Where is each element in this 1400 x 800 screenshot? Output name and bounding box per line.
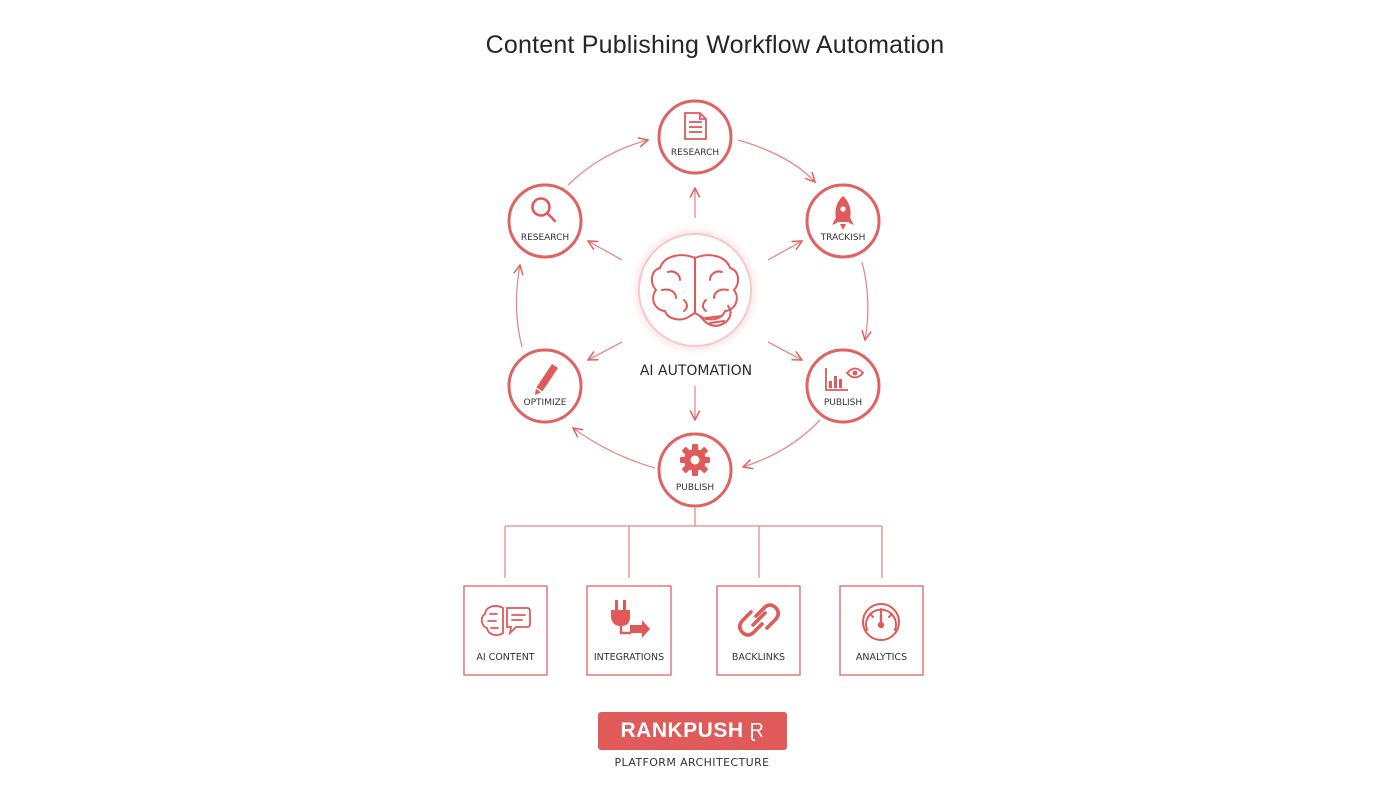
arrow-research-to-research: [567, 140, 648, 186]
node-label: PUBLISH: [676, 483, 714, 493]
cycle-node-trackish[interactable]: TRACKISH: [805, 183, 881, 259]
cycle-node-publish-main[interactable]: PUBLISH: [657, 432, 733, 508]
cycle-arrows: [516, 140, 867, 468]
node-label: RESEARCH: [671, 148, 719, 158]
gear-icon: [680, 444, 710, 476]
arrow-research-to-trackish: [737, 139, 815, 182]
module-ai-content[interactable]: AI CONTENT: [463, 585, 548, 676]
node-label: PUBLISH: [824, 398, 862, 408]
module-integrations[interactable]: INTEGRATIONS: [586, 585, 672, 676]
module-analytics[interactable]: ANALYTICS: [839, 585, 924, 676]
module-label: INTEGRATIONS: [594, 652, 664, 663]
cycle-node-optimize[interactable]: OPTIMIZE: [507, 348, 583, 424]
arrow-publish-to-optimize: [573, 428, 656, 469]
module-label: BACKLINKS: [732, 652, 785, 663]
pencil-icon: [535, 364, 558, 395]
cycle-node-research-left[interactable]: RESEARCH: [507, 183, 583, 259]
center-label: AI AUTOMATION: [640, 363, 752, 379]
plug-icon: [611, 600, 650, 638]
center-spokes: [588, 188, 802, 420]
rocket-icon: [832, 196, 854, 230]
node-label: OPTIMIZE: [524, 398, 567, 408]
center-hub: AI AUTOMATION: [627, 222, 763, 379]
brain-icon: [650, 254, 740, 327]
chart-eye-icon: [825, 367, 865, 391]
brand-name: RANKPUSH: [620, 719, 744, 742]
node-label: TRACKISH: [820, 233, 866, 243]
brand-logo: RANKPUSH Ɽ: [598, 712, 787, 750]
diagram-title: Content Publishing Workflow Automation: [485, 31, 945, 59]
link-icon: [737, 603, 781, 637]
cycle-node-research-top[interactable]: RESEARCH: [657, 99, 733, 175]
magnifier-icon: [531, 197, 557, 223]
module-connectors: [504, 508, 883, 578]
brand-mark-icon: Ɽ: [749, 719, 765, 742]
node-label: RESEARCH: [521, 233, 569, 243]
arrow-publish-to-publish: [743, 419, 821, 467]
document-icon: [684, 112, 707, 140]
gauge-icon: [862, 603, 900, 641]
brand-subtitle: PLATFORM ARCHITECTURE: [614, 756, 770, 769]
cycle-node-publish-analytics[interactable]: PUBLISH: [805, 348, 881, 424]
module-backlinks[interactable]: BACKLINKS: [716, 585, 801, 676]
module-label: AI CONTENT: [476, 652, 534, 663]
ai-chat-icon: [480, 605, 531, 636]
arrow-optimize-to-research: [516, 265, 522, 348]
module-label: ANALYTICS: [856, 652, 907, 663]
arrow-trackish-to-publish: [862, 261, 868, 340]
